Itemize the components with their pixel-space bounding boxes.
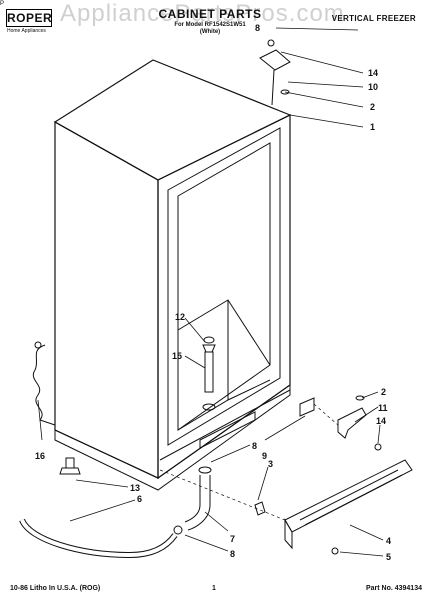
- callout-label: 8: [230, 549, 235, 559]
- print-info: 10-86 Litho In U.S.A. (ROG): [10, 585, 101, 592]
- callout-label: 1: [370, 122, 375, 132]
- brand-tagline: Home Appliances: [7, 28, 46, 34]
- callout-label: 10: [368, 82, 378, 92]
- color-line: (White): [199, 29, 221, 35]
- callout-label: 5: [386, 552, 391, 562]
- toe-grille: [284, 459, 413, 550]
- model-line: For Model RF1542S1W51: [174, 22, 246, 28]
- cabinet: [53, 59, 292, 491]
- callout-label: 14: [376, 416, 386, 426]
- document-type: VERTICAL FREEZER: [331, 14, 416, 23]
- callout-label: 11: [378, 403, 388, 413]
- leader-lines: [37, 27, 384, 557]
- leveling-leg: [59, 457, 81, 475]
- callout-label: 8: [255, 23, 260, 33]
- top-hinge: [259, 39, 291, 106]
- corner-mark: P: [0, 1, 5, 7]
- callout-labels: 8 14 10 2 1 12 15 16 13 6 8 9 3 2 11 14 …: [35, 23, 391, 562]
- callout-label: 3: [268, 459, 273, 469]
- callout-label: 16: [35, 451, 45, 461]
- part-number: Part No. 4394134: [365, 585, 422, 592]
- callout-label: 14: [368, 68, 378, 78]
- callout-label: 8: [252, 441, 257, 451]
- drain-tube: [173, 466, 212, 535]
- callout-label: 12: [175, 312, 185, 322]
- power-cord: [32, 341, 56, 426]
- callout-label: 15: [172, 351, 182, 361]
- callout-label: 9: [262, 451, 267, 461]
- callout-label: 13: [130, 483, 140, 493]
- screw: [331, 547, 339, 555]
- callout-label: 7: [230, 534, 235, 544]
- clip: [254, 501, 266, 516]
- callout-label: 4: [386, 536, 391, 546]
- drain-fitting: [202, 336, 216, 411]
- watermark-text: AppliancePartsPros.com: [60, 0, 345, 27]
- brand-logo: ROPER: [6, 9, 53, 27]
- callout-label: 6: [137, 494, 142, 504]
- page-title: CABINET PARTS: [158, 7, 262, 21]
- callout-label: 2: [370, 102, 375, 112]
- drain-hose: [19, 518, 178, 559]
- callout-label: 2: [381, 387, 386, 397]
- assembly-lines: [159, 403, 339, 521]
- lower-hinge: [299, 395, 382, 451]
- page-number: 1: [212, 585, 216, 592]
